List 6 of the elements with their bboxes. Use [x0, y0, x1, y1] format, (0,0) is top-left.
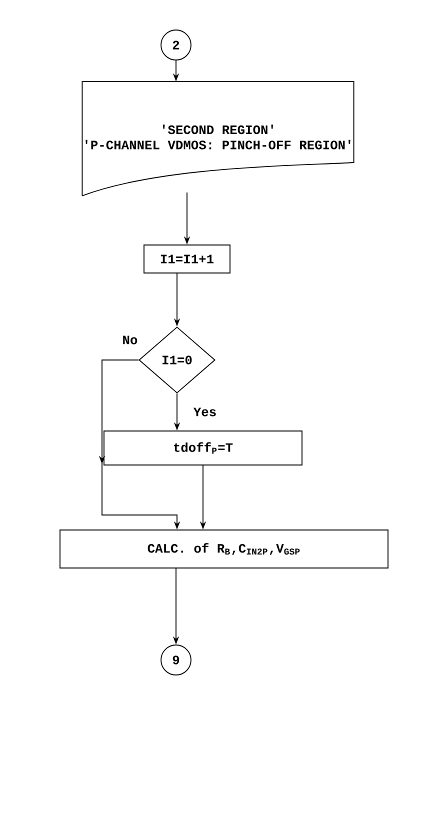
edge-label: Yes — [192, 406, 218, 418]
process-box: CALC. of R$_{B}$,C$_{IN2P}$,V$_{GSP}$ — [60, 530, 388, 568]
process-box: tdoff$_{P}$=T — [104, 430, 302, 466]
edge-label: No — [121, 334, 139, 346]
process-box: I1=I1+1 — [144, 244, 230, 274]
document-shape: 'SECOND REGION' 'P-CHANNEL VDMOS: PINCH-OFF REGION' — [82, 81, 354, 196]
